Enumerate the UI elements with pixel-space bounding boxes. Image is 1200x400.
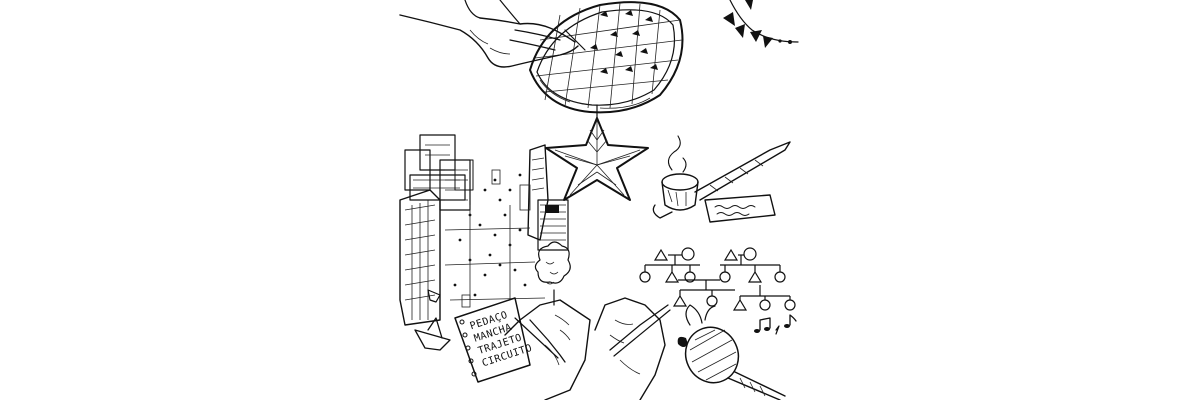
woven-basket-icon [529,1,684,114]
music-notes-icon [754,314,797,335]
city-aerial-sketch [399,134,571,326]
smoking-pipe-icon [652,135,791,219]
notebook: PEDAÇO MANCHA TRAJETO CIRCUITO [454,297,534,383]
kinship-diagram [639,247,796,311]
bunting-garland-icon [723,0,799,48]
paper-boat-icon [414,289,451,351]
feathered-rattle-icon [677,304,786,400]
star-ornament-icon [545,104,649,201]
hand-writing-right [594,297,671,400]
hand-writing-left [504,299,591,400]
handwritten-note-icon [704,194,776,223]
hand-top [399,0,586,68]
